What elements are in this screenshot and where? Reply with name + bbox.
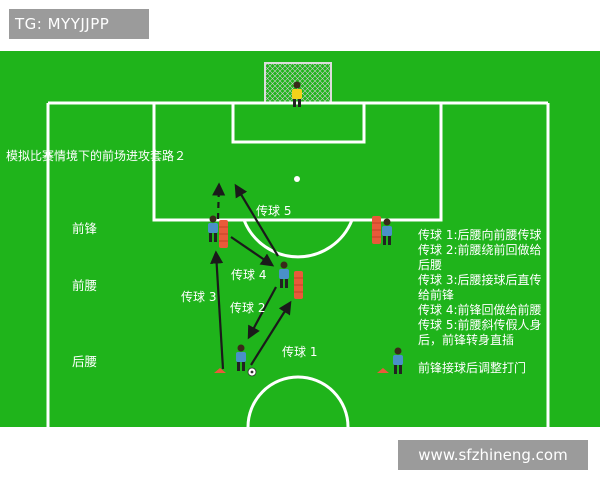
shot-note: 前锋接球后调整打门 bbox=[418, 361, 527, 375]
pass-1-label: 传球 1 bbox=[282, 345, 318, 359]
legend-line-1: 传球 1:后腰向前腰传球 bbox=[418, 228, 542, 242]
forward-run-arrow bbox=[212, 182, 226, 220]
dummies bbox=[214, 216, 389, 373]
top-tag: TG: MYYJJPP bbox=[9, 9, 149, 39]
pitch-drawing bbox=[46, 62, 550, 427]
pass-4-arrow bbox=[230, 236, 275, 267]
dummy-midfield bbox=[294, 271, 303, 299]
pass-arrows bbox=[210, 182, 292, 370]
pass-4-label: 传球 4 bbox=[231, 268, 267, 282]
legend-line-8: 后，前锋转身直插 bbox=[418, 333, 515, 347]
legend-line-3: 后腰 bbox=[418, 258, 443, 272]
legend-line-7: 传球 5:前腰斜传假人身 bbox=[418, 318, 542, 332]
row-label-forward: 前锋 bbox=[72, 221, 98, 236]
pass-1-arrow bbox=[250, 300, 292, 366]
watermark: www.sfzhineng.com bbox=[398, 440, 588, 470]
pass-2-arrow bbox=[247, 286, 277, 340]
legend-line-4: 传球 3:后腰接球后直传 bbox=[418, 273, 542, 287]
cone-back-left bbox=[214, 368, 226, 373]
row-label-back: 后腰 bbox=[72, 354, 98, 369]
legend-line-2: 传球 2:前腰绕前回做给 bbox=[418, 243, 542, 257]
ball bbox=[247, 367, 257, 377]
player-forward-left bbox=[208, 215, 218, 242]
pass-5-label: 传球 5 bbox=[256, 204, 292, 218]
dummy-forward-right bbox=[372, 216, 381, 244]
penalty-spot bbox=[294, 176, 300, 182]
goalkeeper bbox=[292, 81, 302, 107]
player-back-left bbox=[236, 344, 246, 371]
dummy-forward-left bbox=[219, 220, 228, 248]
pass-2-label: 传球 2 bbox=[230, 301, 266, 315]
row-label-midfield: 前腰 bbox=[72, 278, 98, 293]
pass-3-label: 传球 3 bbox=[181, 290, 217, 304]
player-back-right bbox=[393, 347, 403, 374]
player-forward-right bbox=[382, 218, 392, 245]
pass-3-arrow bbox=[210, 250, 225, 370]
players bbox=[208, 81, 403, 377]
legend-line-5: 给前锋 bbox=[418, 288, 455, 302]
cone-back-right bbox=[377, 368, 389, 373]
player-midfield bbox=[279, 261, 289, 288]
pass-5-arrow bbox=[234, 183, 279, 257]
legend-line-6: 传球 4:前锋回做给前腰 bbox=[418, 303, 542, 317]
pitch: 模拟比赛情境下的前场进攻套路２ 前锋 前腰 后腰 传球 5 传球 4 传球 3 … bbox=[0, 51, 600, 427]
diagram-title: 模拟比赛情境下的前场进攻套路２ bbox=[6, 149, 187, 163]
pitch-lines bbox=[46, 101, 550, 427]
